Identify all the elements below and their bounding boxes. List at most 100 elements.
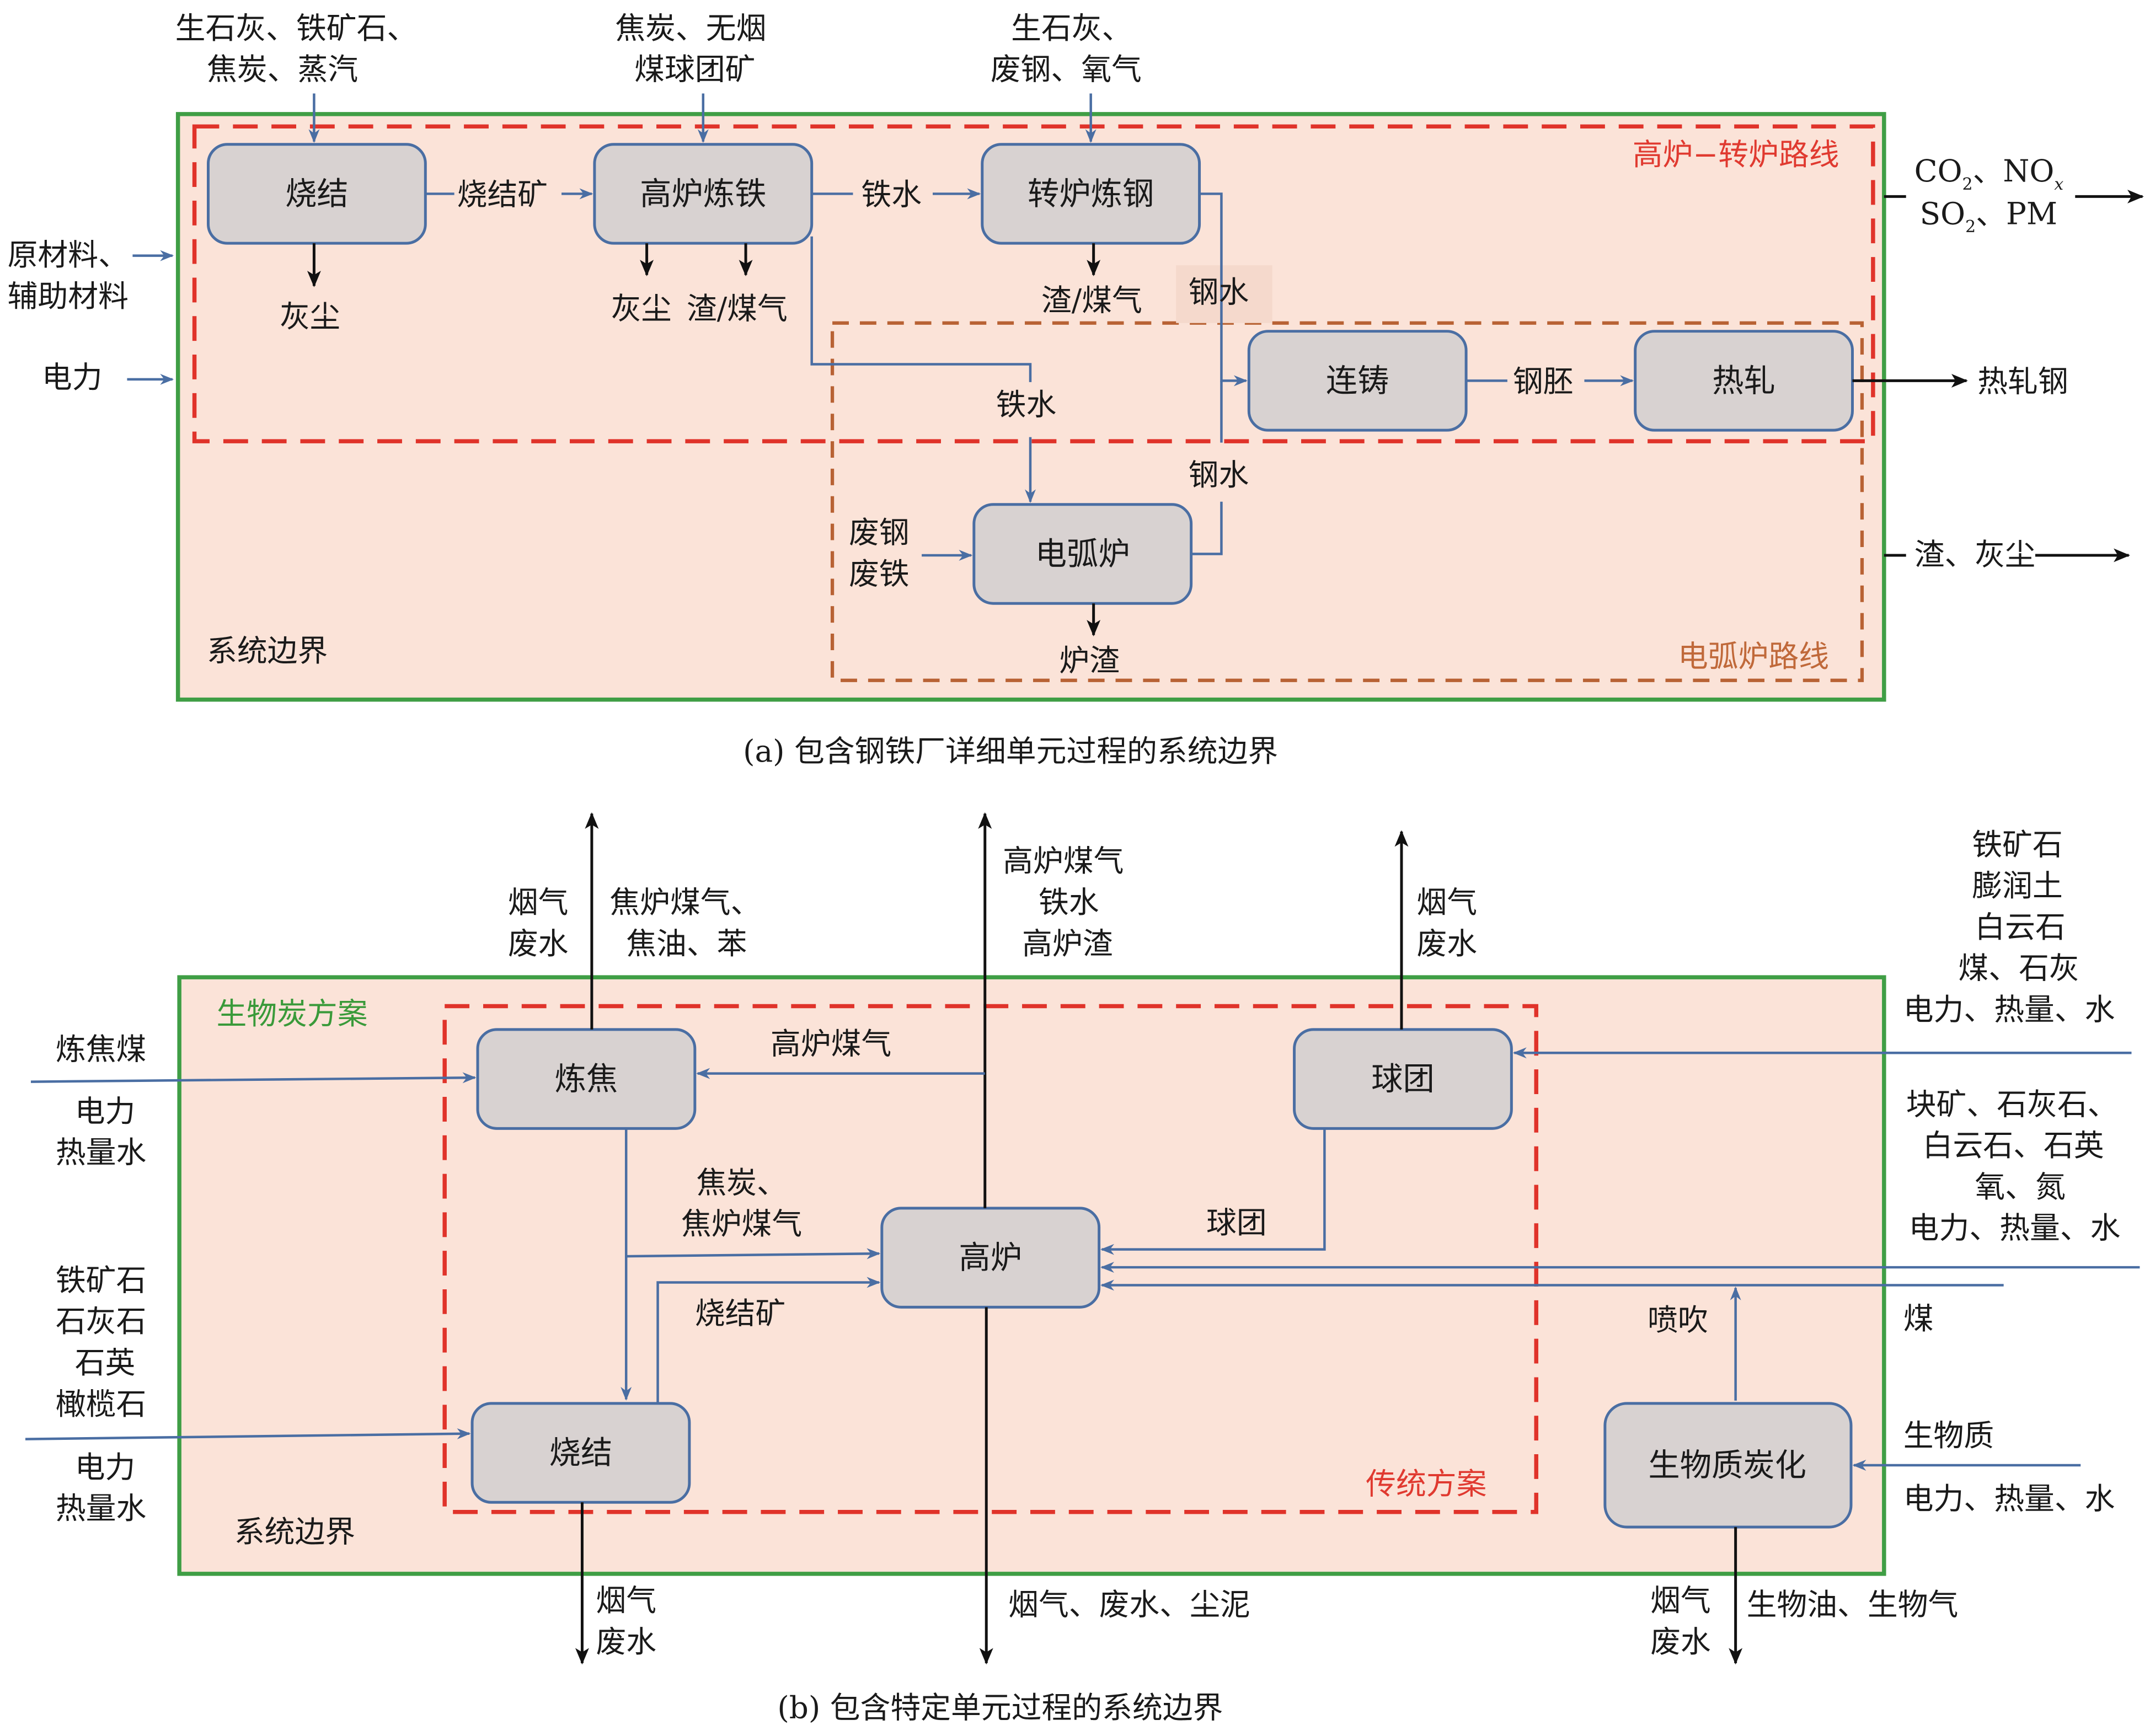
bf-products-line2: 铁水 <box>1039 885 1099 920</box>
carbonization-flue-line2: 废水 <box>1650 1624 1711 1659</box>
pellet-material-4: 煤、石灰 <box>1958 951 2079 986</box>
input-bf-line1: 焦炭、无烟 <box>615 10 766 46</box>
sinter-material-1: 铁矿石 <box>56 1262 147 1298</box>
node-pellet-label: 球团 <box>1371 1060 1435 1097</box>
node-hot-rolling-label: 热轧 <box>1712 362 1775 399</box>
node-carbonization <box>1603 1402 1853 1529</box>
input-bf-line2: 煤球团矿 <box>634 52 755 87</box>
bf-products-line3: 高炉渣 <box>1022 926 1113 961</box>
bf-material-4: 电力、热量、水 <box>1909 1210 2121 1246</box>
flow-converter-to-casting <box>1199 192 1248 387</box>
bf-products-line1: 高炉煤气 <box>1003 843 1124 878</box>
coking-flue-line2: 废水 <box>508 926 569 961</box>
input-biomass-utilities: 电力、热量、水 <box>1903 1481 2115 1517</box>
flow-molten-steel-label-1: 钢水 <box>1189 274 1249 309</box>
node-coking-label: 炼焦 <box>555 1060 618 1097</box>
pellet-material-1: 铁矿石 <box>1972 827 2063 862</box>
node-carbonization-label: 生物质炭化 <box>1648 1446 1806 1483</box>
flow-coke-to-bf <box>626 1248 881 1260</box>
input-bof-line1: 生石灰、 <box>1011 10 1132 46</box>
flow-sinter-input <box>25 1428 471 1440</box>
carbonization-flue-line1: 烟气 <box>1650 1583 1711 1618</box>
caption-a: (a) 包含钢铁厂详细单元过程的系统边界 <box>743 733 1278 769</box>
coking-flue-line1: 烟气 <box>508 885 569 920</box>
input-raw-materials-line2: 辅助材料 <box>8 278 129 314</box>
sinter-material-3: 石英 <box>75 1345 136 1380</box>
flow-sinter-ore-label-b: 烧结矿 <box>695 1295 786 1331</box>
input-scrap-line1: 废钢 <box>849 515 910 550</box>
system-boundary-b-label: 系统边界 <box>234 1514 355 1550</box>
pellet-material-3: 白云石 <box>1975 909 2066 945</box>
caption-b: (b) 包含特定单元过程的系统边界 <box>777 1690 1223 1726</box>
pellet-flue-line2: 废水 <box>1416 926 1477 961</box>
nox: 、NO <box>1973 153 2055 189</box>
node-blast-furnace-b-label: 高炉 <box>959 1239 1022 1276</box>
bf-material-2: 白云石、石英 <box>1923 1128 2104 1163</box>
bf-bottom-outputs: 烟气、废水、尘泥 <box>1008 1587 1250 1622</box>
pellet-material-2: 膨润土 <box>1972 868 2063 903</box>
input-coking-coal: 炼焦煤 <box>56 1032 147 1067</box>
node-converter-label: 转炉炼钢 <box>1028 175 1154 212</box>
flow-pellet-to-bf <box>1100 1128 1326 1255</box>
flow-coking-coal <box>30 1072 477 1084</box>
flow-hot-metal-label-2: 铁水 <box>996 387 1057 422</box>
traditional-scheme-box <box>442 1004 1538 1514</box>
output-emissions-line2: SO2、PM <box>1920 196 2057 237</box>
sinter-utility-1: 电力 <box>75 1449 136 1485</box>
coking-utility-1: 电力 <box>75 1094 136 1129</box>
flow-injection-label: 喷吹 <box>1648 1303 1708 1338</box>
output-emissions-line1: CO2、NOx <box>1914 153 2064 194</box>
coking-products-line1: 焦炉煤气、 <box>609 885 761 920</box>
flow-bf-gas-label: 高炉煤气 <box>771 1026 891 1062</box>
pellet-material-5: 电力、热量、水 <box>1903 992 2115 1027</box>
output-hot-rolled-steel: 热轧钢 <box>1977 363 2068 399</box>
input-sinter-line2: 焦炭、蒸汽 <box>207 52 358 87</box>
flow-sinter-ore-label: 烧结矿 <box>457 176 548 212</box>
bf-material-1: 块矿、石灰石、 <box>1906 1086 2118 1122</box>
eaf-route-label: 电弧炉路线 <box>1678 639 1829 674</box>
nox-sub: x <box>2054 175 2063 194</box>
molten-steel-label-bg <box>1176 265 1272 323</box>
bf-bof-route-label: 高炉−转炉路线 <box>1633 137 1839 172</box>
output-bf-dust: 灰尘 <box>611 291 672 326</box>
flow-pellet-label: 球团 <box>1206 1205 1267 1240</box>
sinter-material-2: 石灰石 <box>56 1304 147 1339</box>
input-bof-line2: 废钢、氧气 <box>991 52 1142 87</box>
output-converter-slag-gas: 渣/煤气 <box>1041 282 1142 318</box>
panel-b: 生物炭方案 传统方案 系统边界 炼焦 烧结 高炉 球团 生物质炭化 烟气 废水 … <box>25 812 2140 1726</box>
node-eaf-label: 电弧炉 <box>1035 535 1130 572</box>
flow-coke-gas-line1: 焦炭、 <box>696 1165 787 1200</box>
input-electricity: 电力 <box>42 360 103 395</box>
input-raw-materials-line1: 原材料、 <box>8 237 129 272</box>
flow-coke-gas-line2: 焦炉煤气 <box>681 1206 802 1241</box>
traditional-scheme-label: 传统方案 <box>1366 1466 1486 1501</box>
input-coal: 煤 <box>1903 1301 1934 1336</box>
so2: SO <box>1920 196 1966 231</box>
pellet-flue-line1: 烟气 <box>1416 885 1477 920</box>
co2: CO <box>1914 153 1962 189</box>
output-sinter-dust: 灰尘 <box>280 299 340 334</box>
co2-sub: 2 <box>1962 175 1973 194</box>
sinter-material-4: 橄榄石 <box>56 1386 147 1422</box>
system-boundary-a-label: 系统边界 <box>207 633 328 668</box>
biochar-scheme-label: 生物炭方案 <box>216 996 367 1031</box>
bf-bof-route-box <box>192 124 1875 443</box>
flow-bf-to-eaf <box>810 236 1032 382</box>
node-blast-furnace-a-label: 高炉炼铁 <box>640 175 766 212</box>
so2-sub: 2 <box>1965 217 1976 237</box>
sinter-flue-line1: 烟气 <box>596 1583 656 1618</box>
flow-sinter-ore-to-bf <box>656 1277 881 1403</box>
input-scrap-line2: 废铁 <box>849 556 910 591</box>
eaf-route-box <box>830 321 1864 682</box>
bf-material-3: 氧、氮 <box>1975 1169 2066 1204</box>
output-bf-slag-gas: 渣/煤气 <box>687 291 788 326</box>
flow-billet-label: 钢胚 <box>1513 363 1574 399</box>
output-slag-dust: 渣、灰尘 <box>1914 537 2035 572</box>
node-blast-furnace-b <box>880 1207 1101 1309</box>
input-sinter-line1: 生石灰、铁矿石、 <box>175 10 418 46</box>
input-biomass: 生物质 <box>1903 1418 1994 1453</box>
node-continuous-casting-label: 连铸 <box>1326 362 1389 399</box>
node-sinter-a-label: 烧结 <box>285 175 349 212</box>
coking-utility-2: 热量水 <box>56 1135 147 1170</box>
